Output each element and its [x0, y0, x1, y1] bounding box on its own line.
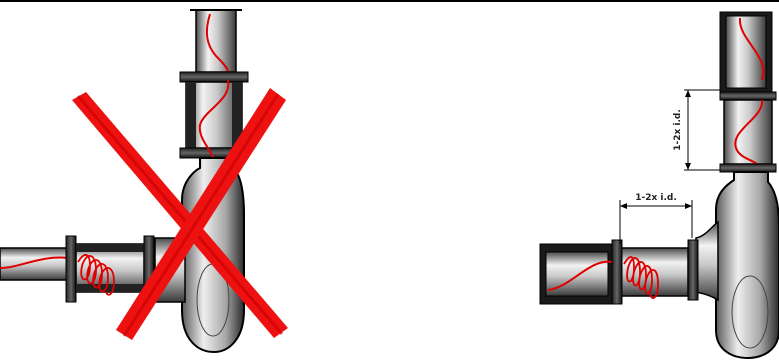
upper-flange: [180, 72, 248, 82]
horizontal-spacing-label: 1-2x i.d.: [635, 193, 677, 203]
left-panel-incorrect: [0, 10, 288, 352]
pump-casing-right: [716, 172, 779, 358]
suction-flange-left: [66, 236, 76, 302]
straight-run-horizontal: [620, 248, 688, 296]
discharge-pipe: [196, 10, 236, 72]
pump-inlet-right: [696, 222, 718, 300]
right-panel-correct: 1-2x i.d. 1-2x i.d.: [540, 12, 779, 358]
straight-run-vertical: [724, 100, 772, 164]
vertical-dimension: 1-2x i.d.: [673, 90, 720, 170]
vertical-spacing-label: 1-2x i.d.: [673, 109, 683, 151]
suction-pipe: [0, 248, 70, 280]
horizontal-dimension: 1-2x i.d.: [620, 193, 692, 244]
